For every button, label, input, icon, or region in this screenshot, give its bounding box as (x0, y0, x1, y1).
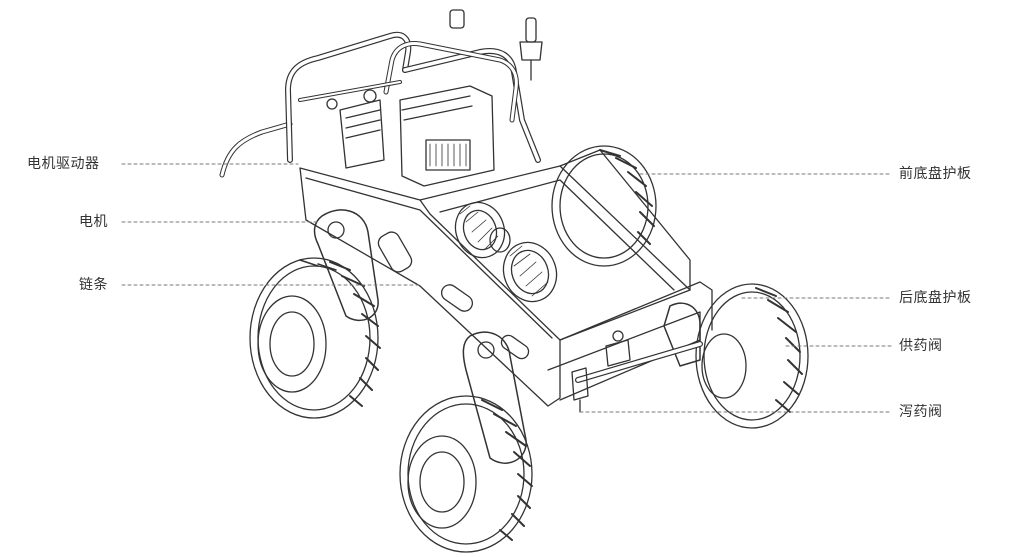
label-motor: 电机 (79, 214, 108, 230)
label-rear-chassis-guard: 后底盘护板 (899, 290, 972, 306)
label-supply-valve: 供药阀 (899, 338, 943, 354)
wheel-rear-right (695, 283, 809, 429)
wheel-front-left (249, 257, 381, 419)
swing-arms (313, 209, 701, 464)
label-front-chassis-guard: 前底盘护板 (899, 166, 972, 182)
upper-equipment (326, 85, 495, 187)
wheel-rear-left (399, 395, 533, 553)
wheel-front-right (551, 145, 657, 267)
label-motor-driver: 电机驱动器 (27, 156, 100, 172)
motors (454, 201, 558, 303)
label-drain-valve: 泻药阀 (899, 404, 943, 420)
leader-lines (121, 163, 893, 413)
label-chain: 链条 (79, 277, 108, 293)
valves (571, 330, 703, 413)
roll-cage (219, 9, 543, 178)
chassis-frame (299, 149, 713, 407)
